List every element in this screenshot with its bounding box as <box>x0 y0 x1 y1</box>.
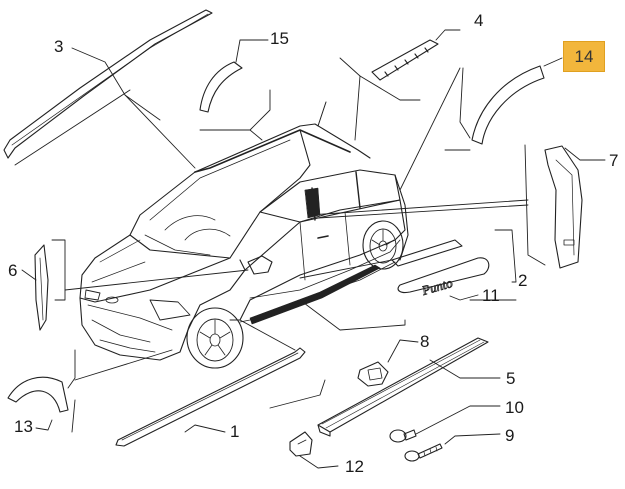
callout-12[interactable]: 12 <box>345 457 364 476</box>
part-9-screw <box>404 443 443 462</box>
callout-3[interactable]: 3 <box>54 37 64 56</box>
part-14-arch-trim <box>471 65 545 145</box>
part-3-roof-rail <box>3 9 213 159</box>
car-illustration <box>79 101 409 369</box>
badge-text: Punto <box>419 275 454 298</box>
callout-14: 14 <box>574 47 594 66</box>
callout-13[interactable]: 13 <box>14 417 33 436</box>
callout-4[interactable]: 4 <box>474 11 484 30</box>
part-15-trim <box>199 61 243 113</box>
callout-6[interactable]: 6 <box>8 261 18 280</box>
highlight-callout-14[interactable]: 14 <box>563 41 605 72</box>
part-11-badge: Punto <box>397 257 490 299</box>
leader-lines <box>14 29 606 469</box>
part-10-push-clip <box>389 429 417 443</box>
callout-5[interactable]: 5 <box>506 369 516 388</box>
callout-7[interactable]: 7 <box>609 151 619 170</box>
part-5-sill-strip <box>317 337 489 437</box>
callout-9[interactable]: 9 <box>505 426 515 445</box>
part-12-clip <box>289 431 313 457</box>
callout-11[interactable]: 11 <box>482 286 500 305</box>
part-6-pillar <box>34 244 49 331</box>
callout-10[interactable]: 10 <box>505 398 524 417</box>
callout-2[interactable]: 2 <box>518 271 528 290</box>
part-2-door-moulding <box>391 239 463 267</box>
callout-1[interactable]: 1 <box>230 422 240 441</box>
part-8-grommet <box>357 361 389 387</box>
callout-15[interactable]: 15 <box>270 29 289 48</box>
part-4-rail-clips <box>371 39 439 81</box>
callout-8[interactable]: 8 <box>420 332 430 351</box>
part-7-pillar-panel <box>544 145 583 269</box>
part-13-wheel-arch <box>7 376 69 413</box>
part-1-sill-strip <box>115 347 306 447</box>
